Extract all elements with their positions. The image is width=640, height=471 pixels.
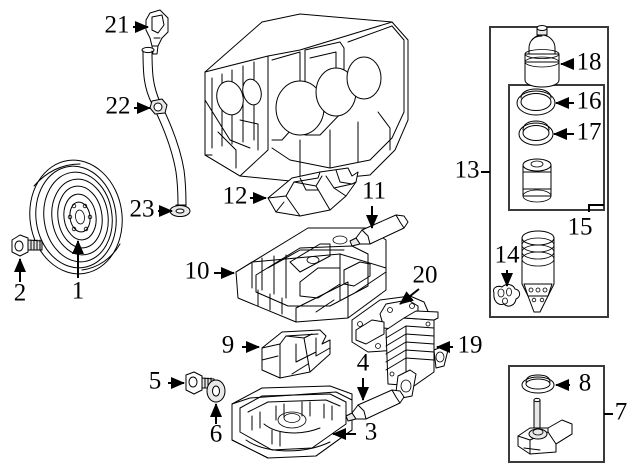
callout-arrows (14, 21, 574, 440)
callout-number-22: 22 (106, 93, 131, 120)
dipstick-tube (141, 46, 187, 217)
callout-number-4: 4 (357, 350, 370, 377)
callout-number-17: 17 (577, 119, 602, 146)
callout-number-8: 8 (579, 370, 592, 397)
callout-number-15: 15 (568, 214, 593, 241)
engine-cylinder-block (204, 13, 409, 183)
crankshaft-pulley-damper (29, 159, 123, 275)
pulley-bolt (11, 234, 43, 257)
oil-level-sensor (517, 397, 573, 455)
callout-number-9: 9 (222, 332, 235, 359)
callout-number-1: 1 (72, 278, 85, 305)
filter-o-ring-large (516, 88, 556, 116)
callout-number-10: 10 (185, 258, 210, 285)
callout-number-16: 16 (577, 88, 602, 115)
callout-number-11: 11 (362, 178, 386, 205)
oil-filter-inner-frame (508, 84, 605, 211)
callout-number-20: 20 (413, 262, 438, 289)
oil-level-sensor-o-ring (521, 374, 555, 394)
oil-filter-housing-gasket (493, 284, 521, 307)
callout-number-18: 18 (577, 49, 602, 76)
dipstick-handle (145, 9, 169, 55)
oil-filter-cap (524, 25, 560, 88)
oil-filter-housing (521, 230, 555, 313)
callout-number-23: 23 (130, 196, 155, 223)
oil-pan-lower (231, 385, 353, 459)
callout-leader-15 (588, 204, 604, 212)
callout-number-6: 6 (210, 421, 223, 448)
windage-tray (267, 167, 359, 217)
callout-number-14: 14 (495, 242, 521, 269)
callout-number-19: 19 (458, 332, 483, 359)
oil-drain-plug (185, 371, 215, 395)
callout-number-3: 3 (365, 419, 378, 446)
sealant-tube-lower (345, 389, 405, 422)
callout-number-13: 13 (455, 157, 480, 184)
callout-number-2: 2 (14, 280, 27, 307)
oil-filter-element (522, 158, 552, 203)
callout-number-12: 12 (223, 183, 248, 210)
callout-number-21: 21 (105, 12, 130, 39)
oil-pump-pickup-tube-shield (261, 329, 331, 379)
callout-number-7: 7 (615, 399, 628, 426)
engine-oil-cooler (385, 310, 449, 399)
dipstick-tube-seal (169, 205, 191, 217)
oil-pan-upper (235, 227, 387, 323)
callout-number-5: 5 (149, 368, 162, 395)
filter-o-ring-small (518, 120, 554, 146)
drain-plug-gasket (206, 379, 226, 403)
